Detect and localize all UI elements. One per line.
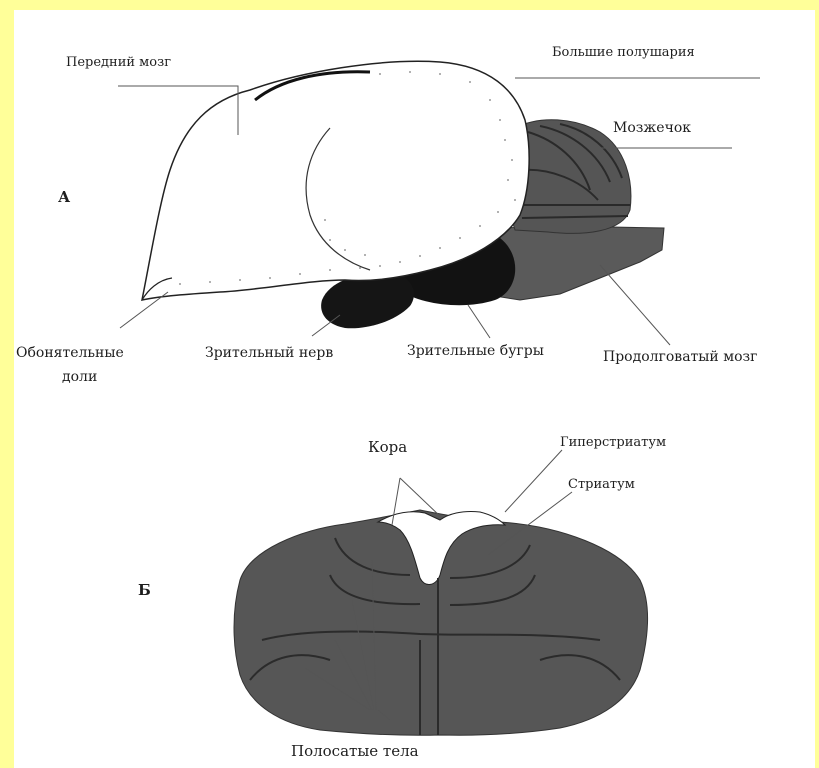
olfactory-lobes-label-line1: Обонятельные	[16, 346, 124, 360]
cortex-label: Кора	[368, 440, 407, 455]
panel-a-drawing	[118, 61, 760, 345]
panel-b-drawing	[234, 450, 648, 735]
hemispheres-label: Большие полушария	[552, 46, 695, 59]
optic-nerve-label: Зрительный нерв	[205, 346, 333, 360]
panel-a-marker: А	[58, 190, 70, 205]
forebrain-label: Передний мозг	[66, 56, 171, 69]
striate-bodies-label: Полосатые тела	[291, 744, 419, 759]
striatum-label: Стриатум	[568, 478, 635, 491]
cerebellum-label: Мозжечок	[613, 121, 691, 135]
hyperstriatum-label: Гиперстриатум	[560, 436, 666, 449]
medulla-label: Продолговатый мозг	[603, 350, 758, 364]
optic-lobes-label: Зрительные бугры	[407, 344, 544, 358]
panel-b-marker: Б	[138, 583, 151, 598]
olfactory-lobes-label-line2: доли	[62, 370, 97, 384]
